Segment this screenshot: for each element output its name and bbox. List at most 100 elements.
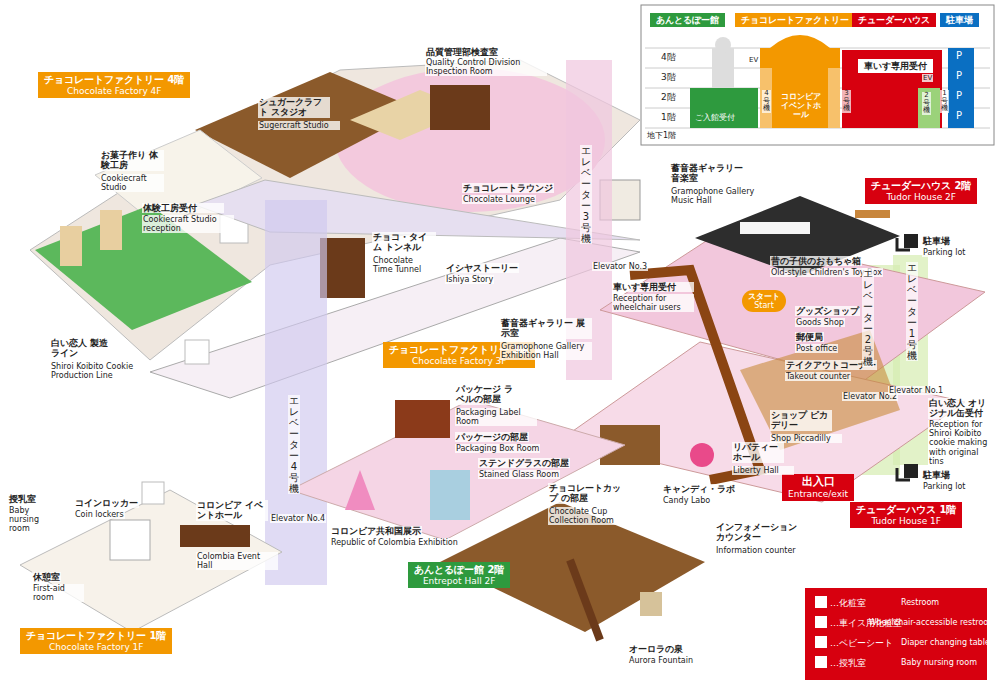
room-label: First-aid room (32, 584, 84, 602)
floor-tag: チョコレートファクトリー (735, 13, 855, 27)
room-label: 白い恋人 製造ライン (50, 338, 118, 359)
floor-tag: チューダーハウス 1階Tudor House 1F (850, 502, 962, 528)
room-label: Quality Control Division Inspection Room (425, 58, 547, 76)
room-label: Candy Labo (662, 496, 711, 505)
room-label: 駐車場 (922, 236, 951, 246)
room-label: Elevator No.4 (270, 514, 326, 523)
room-label: Colombia Event Hall (196, 552, 278, 570)
room-label: 体験工房受付 (142, 203, 224, 213)
room-label: エレベーター 3号機 (580, 145, 592, 244)
room-label: Cookiecraft Studio reception (142, 215, 234, 233)
room-label: Reception for wheelchair users (612, 294, 694, 312)
room-label: Goods Shop (795, 318, 845, 327)
room-label: Ishiya Story (445, 275, 494, 284)
room-label: イシヤストーリー (445, 263, 519, 273)
room-label: EV (748, 56, 759, 64)
room-label: 1号機 (940, 90, 949, 113)
room-label: 授乳室 (8, 494, 37, 504)
room-label: Post office (795, 344, 838, 353)
room-label: 休憩室 (32, 572, 61, 582)
room-label: ショップ ピカデリー (770, 410, 832, 431)
room-label: エレベーター 2号機 (862, 268, 874, 367)
room-label: Baby nursing room (8, 506, 56, 534)
floor-tag: チョコレートファクトリー 1階Chocolate Factory 1F (20, 628, 172, 654)
legend-text: …車イス用化粧室 (830, 617, 902, 630)
room-label: EV (922, 74, 933, 82)
room-label: チョコレートカップ の部屋 (548, 483, 622, 504)
floor-tag: チューダーハウス (852, 13, 936, 27)
room-label: パッケージ ラベルの部屋 (455, 384, 523, 405)
floor-tag: 駐車場 (940, 13, 979, 27)
room-label: Elevator No.3 (592, 262, 648, 271)
tag-title: チョコレートファクトリー (741, 15, 849, 25)
room-label: 蓄音器ギャラリー 展示室 (500, 318, 592, 339)
room-label: チョコレートラウンジ (462, 183, 554, 193)
room-label: Coin lockers (74, 510, 125, 519)
tag-title: チョコレートファクトリー 4階 (44, 74, 184, 86)
room-label: グッズショップ (795, 306, 860, 316)
tag-subtitle: Tudor House 2F (871, 192, 971, 202)
room-label: 昔の子供のおもちゃ箱 (770, 256, 862, 266)
room-label: チョコ・タイム トンネル (372, 232, 436, 253)
tag-title: 出入口 (788, 476, 848, 489)
room-label: Cookiecraft Studio (100, 174, 164, 192)
floor-tag: チューダーハウス 2階Tudor House 2F (865, 178, 977, 204)
tag-title: チューダーハウス 1階 (856, 504, 956, 516)
room-label: ステンドグラスの部屋 (478, 458, 570, 468)
room-label: Gramophone Gallery Music Hall (670, 187, 756, 205)
room-label: Stained Glass Room (478, 470, 560, 479)
floor-tag: チョコレートファクトリー 4階Chocolate Factory 4F (38, 72, 190, 98)
room-label: オーロラの泉 (628, 644, 684, 654)
room-label: お菓子作り 体験工房 (100, 150, 164, 171)
room-label: Chocolate Cup Collection Room (548, 507, 640, 525)
room-label: Restroom (900, 598, 940, 607)
room-label: Aurora Fountain (628, 656, 694, 665)
tag-subtitle: Chocolate Factory 4F (44, 86, 184, 96)
tag-title: チューダーハウス 2階 (871, 180, 971, 192)
room-label: Baby nursing room (900, 658, 978, 667)
room-label: 2階 (660, 92, 677, 102)
room-label: エレベーター 4号機 (288, 395, 300, 494)
room-label: コインロッカー (74, 498, 139, 508)
room-label: 品質管理部検査室 (425, 47, 547, 57)
room-label: 3号機 (842, 90, 851, 113)
room-label: Reception for Shiroi Koibito cookie maki… (928, 420, 996, 466)
tag-title: あんとるぽー館 2階 (414, 564, 504, 576)
floor-tag: 出入口Entrance/exit (782, 474, 854, 501)
room-label: 3階 (660, 72, 677, 82)
tag-subtitle: Chocolate Factory 1F (26, 642, 166, 652)
room-label: キャンディ・ラボ (662, 484, 736, 494)
tag-subtitle: Entrance/exit (788, 489, 848, 499)
room-label: Chocolate Lounge (462, 195, 536, 204)
room-label: 白い恋人 オリジナル缶受付 (928, 398, 996, 419)
room-label: シュガークラフト スタジオ (258, 97, 330, 118)
room-label: コロンビア イベントホール (196, 500, 268, 521)
room-label: 郵便局 (795, 332, 824, 342)
tag-title: スタート (748, 292, 780, 301)
tag-title: 駐車場 (946, 15, 973, 25)
room-label: Packaging Label Room (455, 408, 537, 426)
room-label: 1階 (660, 112, 677, 122)
room-label: Diaper changing table (900, 638, 991, 647)
tag-title: あんとるぽー館 (656, 15, 719, 25)
room-label: リバティー ホール (732, 442, 784, 463)
room-label: Parking lot (922, 248, 966, 257)
tag-title: チョコレートファクトリー 1階 (26, 630, 166, 642)
room-label: 車いす専用受付 (612, 282, 694, 292)
room-label: パッケージの部屋 (455, 432, 529, 442)
floor-tag: あんとるぽー館 2階Entrepot Hall 2F (408, 562, 510, 588)
floor-tag: 車いす専用受付 (856, 57, 935, 75)
room-label: P (955, 50, 963, 62)
floor-tag: あんとるぽー館 (650, 13, 725, 27)
room-label: 2号機 (922, 92, 931, 115)
room-label: Takeout counter (785, 372, 851, 381)
room-label: Packaging Box Room (455, 444, 540, 453)
tag-subtitle: Tudor House 1F (856, 516, 956, 526)
room-label: Sugercraft Studio (258, 121, 340, 130)
room-label: 蓄音器ギャラリー 音楽室 (670, 163, 756, 184)
room-label: 4号機 (762, 90, 771, 113)
tag-subtitle: Start (748, 301, 780, 310)
legend-text: …ベビーシート (830, 637, 893, 650)
room-label: Information counter (715, 546, 812, 555)
room-label: P (955, 90, 963, 102)
